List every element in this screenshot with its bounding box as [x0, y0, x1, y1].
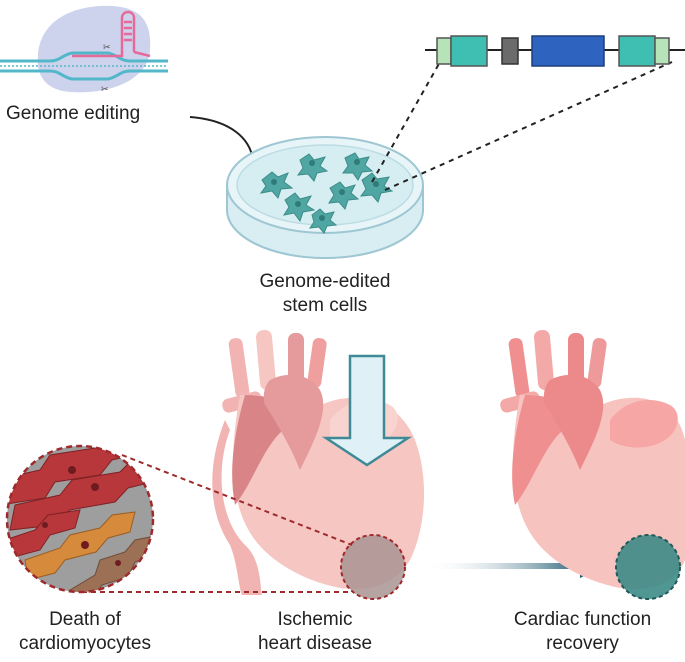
svg-text:✂: ✂ [101, 85, 109, 95]
death-line2: cardiomyocytes [19, 633, 151, 654]
construct-zoom-lines [371, 61, 673, 191]
genome-editing-label: Genome editing [6, 102, 140, 126]
edited-cells-label: Genome-edited stem cells [235, 270, 415, 318]
edited-cells-line1: Genome-edited [259, 271, 391, 292]
ischemic-line2: heart disease [257, 633, 373, 654]
crispr-dna-icon: ✂ ✂ [0, 5, 168, 95]
infarct-zone-icon [340, 534, 406, 600]
recovery-line2: recovery [546, 633, 619, 654]
dead-cardiomyocytes-icon [5, 444, 155, 594]
ischemic-label: Ischemic heart disease [230, 608, 400, 656]
death-line1: Death of [49, 609, 121, 630]
edited-cells-line2: stem cells [282, 295, 368, 316]
ischemic-line1: Ischemic [277, 609, 353, 630]
genome-editing-text: Genome editing [6, 103, 141, 124]
petri-dish-icon [226, 136, 424, 259]
gene-construct-icon [425, 35, 685, 67]
down-arrow-icon [321, 354, 413, 467]
recovery-label: Cardiac function recovery [490, 608, 675, 656]
death-label: Death of cardiomyocytes [0, 608, 170, 656]
svg-text:✂: ✂ [103, 43, 111, 53]
recovered-zone-icon [615, 534, 681, 600]
recovery-line1: Cardiac function [513, 609, 652, 630]
